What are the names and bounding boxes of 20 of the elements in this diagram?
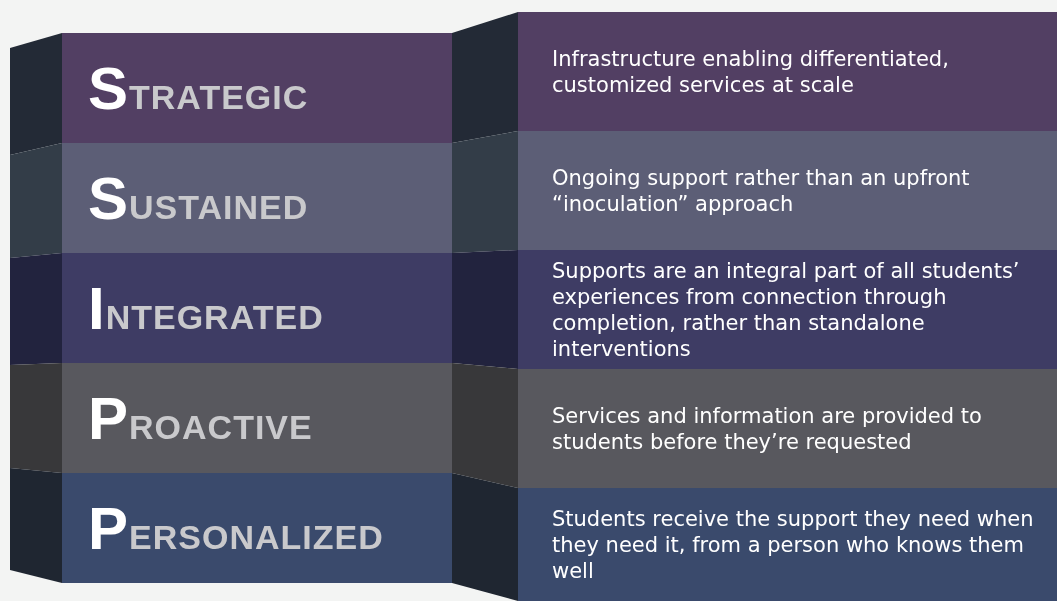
heading: SUSTAINED — [88, 163, 309, 233]
description-panel — [518, 131, 1057, 250]
title-band — [62, 33, 452, 143]
title-band — [62, 253, 452, 363]
heading: PROACTIVE — [88, 383, 313, 453]
description-text: Students receive the support they need when they need it, from a person who knows them well — [552, 505, 1035, 584]
description-text: Infrastructure enabling differentiated, customized services at scale — [552, 45, 950, 98]
description-text: Services and information are provided to students before they’re requested — [552, 402, 983, 455]
description-text: Ongoing support rather than an upfront “inoculation” approach — [552, 164, 971, 217]
description-panel — [518, 488, 1057, 601]
description-text: Supports are an integral part of all students’ experiences from connection through completion, rather than standalone interventions — [552, 257, 1021, 362]
heading: INTEGRATED — [88, 273, 324, 343]
heading: PERSONALIZED — [88, 493, 384, 563]
title-band — [62, 473, 452, 583]
title-band — [62, 143, 452, 253]
title-band — [62, 363, 452, 473]
description-panel — [518, 250, 1057, 369]
description-panel — [518, 12, 1057, 131]
heading: STRATEGIC — [88, 53, 309, 123]
description-panel — [518, 369, 1057, 488]
